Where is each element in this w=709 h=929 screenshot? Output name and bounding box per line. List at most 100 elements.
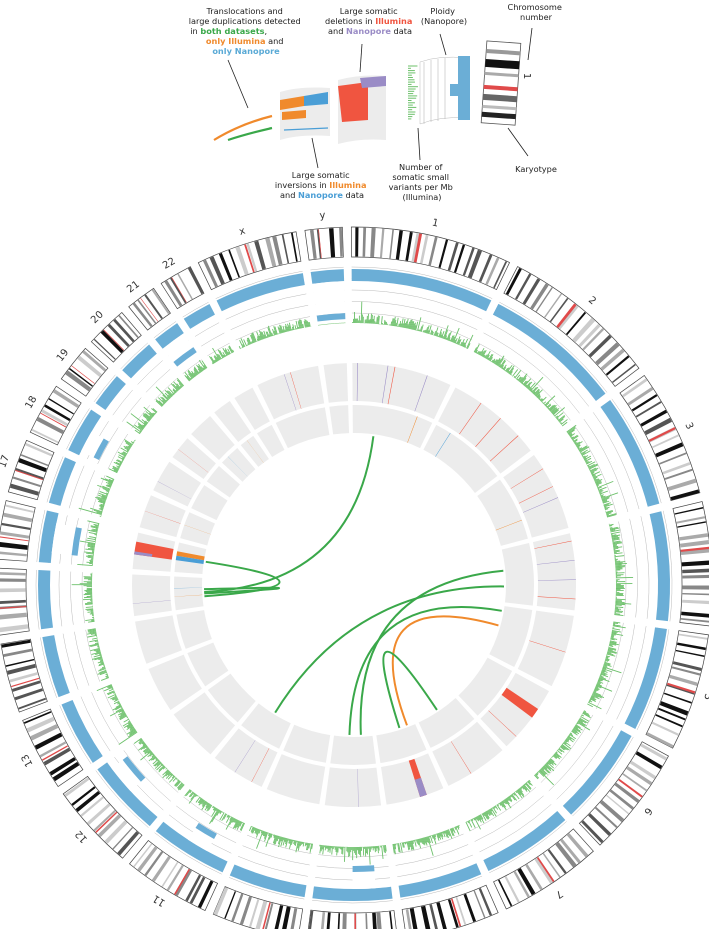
ploidy-gridline — [315, 877, 391, 881]
small-variant-bar — [222, 354, 225, 358]
deletion-track-chr-2 — [438, 387, 531, 474]
small-variant-bar — [571, 729, 577, 734]
small-variant-bar — [212, 805, 214, 808]
ploidy-gridline — [176, 805, 237, 844]
small-variant-bar — [119, 713, 127, 718]
small-variant-bar — [119, 715, 128, 721]
small-variant-bar — [424, 329, 427, 333]
small-variant-bar — [85, 603, 93, 605]
small-variant-bar — [144, 748, 150, 754]
small-variant-bar — [487, 809, 492, 816]
karyotype-band — [1, 522, 31, 531]
small-variant-bar — [143, 406, 155, 417]
small-variant-bar — [102, 503, 105, 505]
small-variant-bar — [284, 325, 288, 332]
small-variant-bar — [223, 813, 228, 820]
karyotype-ring — [0, 226, 709, 929]
small-variant-bar — [126, 728, 136, 735]
ploidy-gridline — [81, 572, 85, 624]
deletion-illumina — [488, 710, 517, 737]
karyotype-band — [372, 912, 377, 929]
small-variant-bar — [583, 455, 592, 461]
small-variant-bar — [546, 761, 555, 769]
inversion-track-chr-x — [275, 407, 330, 449]
small-variant-bar — [85, 539, 96, 543]
small-variant-bar — [611, 630, 618, 633]
small-variant-bar — [615, 566, 625, 568]
karyotype-band — [679, 533, 709, 541]
karyotype-band — [197, 880, 214, 909]
chromosome-label: 17 — [0, 454, 12, 470]
small-variant-bar — [581, 452, 586, 456]
small-variant-bar — [407, 321, 411, 329]
small-variant-bar — [219, 810, 223, 815]
small-variant-bar — [207, 804, 213, 811]
small-variant-bar — [246, 339, 250, 346]
small-variant-bar — [139, 738, 143, 742]
small-variant-bar — [474, 817, 481, 830]
ploidy-segment-chr-9 — [312, 886, 393, 901]
small-variant-bar — [417, 838, 422, 849]
karyotype-band — [133, 843, 153, 868]
chromosome-label: 5 — [701, 692, 709, 701]
link-both — [204, 586, 280, 595]
deletion-nanopore — [414, 375, 428, 412]
ploidy-gridline — [132, 743, 179, 793]
small-variant-bar — [460, 338, 465, 347]
legend-karyotype — [480, 40, 522, 126]
karyotype-band — [676, 516, 706, 524]
small-variant-bar — [523, 380, 528, 386]
karyotype-band — [77, 355, 102, 378]
small-variant-bar — [536, 393, 541, 398]
small-variant-bar — [538, 397, 541, 400]
deletion-nanopore — [356, 363, 359, 402]
ploidy-segment-chr-14 — [42, 635, 70, 698]
ploidy-gridline — [35, 569, 40, 630]
karyotype-band — [640, 743, 668, 761]
small-variant-bar — [311, 843, 313, 850]
ploidy-gridline — [58, 571, 63, 627]
small-variant-bar — [90, 644, 99, 648]
legend-small-variants — [408, 65, 418, 120]
small-variant-bar — [99, 669, 107, 674]
small-variant-bar — [584, 457, 592, 462]
small-variant-bar — [214, 355, 219, 362]
karyotype-band — [515, 273, 532, 300]
small-variant-bar — [331, 846, 333, 855]
small-variant-bar — [571, 730, 578, 736]
small-variant-bar — [595, 685, 602, 689]
small-variant-bar — [442, 831, 446, 838]
ploidy-gridline — [123, 750, 171, 802]
small-variant-bar — [491, 359, 494, 363]
ploidy-gridline — [182, 301, 209, 318]
karyotype-band — [255, 900, 268, 929]
small-variant-bar — [615, 565, 626, 567]
small-variant-bar — [590, 697, 596, 701]
small-variant-bar — [540, 398, 544, 402]
small-variant-bar — [117, 702, 121, 705]
small-variant-bar — [370, 313, 372, 324]
small-variant-bar — [568, 429, 575, 435]
small-variant-bar — [497, 355, 505, 367]
small-variant-bar — [178, 383, 183, 388]
ploidy-gridline — [351, 301, 478, 330]
small-variant-bar — [431, 330, 434, 335]
karyotype-band — [376, 912, 382, 929]
small-variant-bar — [453, 339, 456, 344]
centromere — [40, 412, 67, 428]
small-variant-bar — [448, 337, 451, 341]
small-variant-bar — [193, 792, 195, 795]
karyotype-band — [0, 551, 27, 557]
small-variant-bar — [105, 673, 108, 676]
small-variant-bar — [134, 439, 136, 442]
small-variant-bar — [612, 541, 622, 544]
small-variant-bar — [600, 495, 606, 499]
small-variant-bar — [563, 740, 571, 747]
small-variant-bar — [570, 436, 573, 438]
ploidy-segment-chr-4 — [649, 511, 670, 622]
small-variant-bar — [213, 356, 218, 362]
small-variant-bar — [445, 337, 448, 340]
small-variant-bar — [593, 691, 602, 696]
small-variant-bar — [603, 503, 613, 508]
small-variant-bar — [446, 333, 450, 341]
